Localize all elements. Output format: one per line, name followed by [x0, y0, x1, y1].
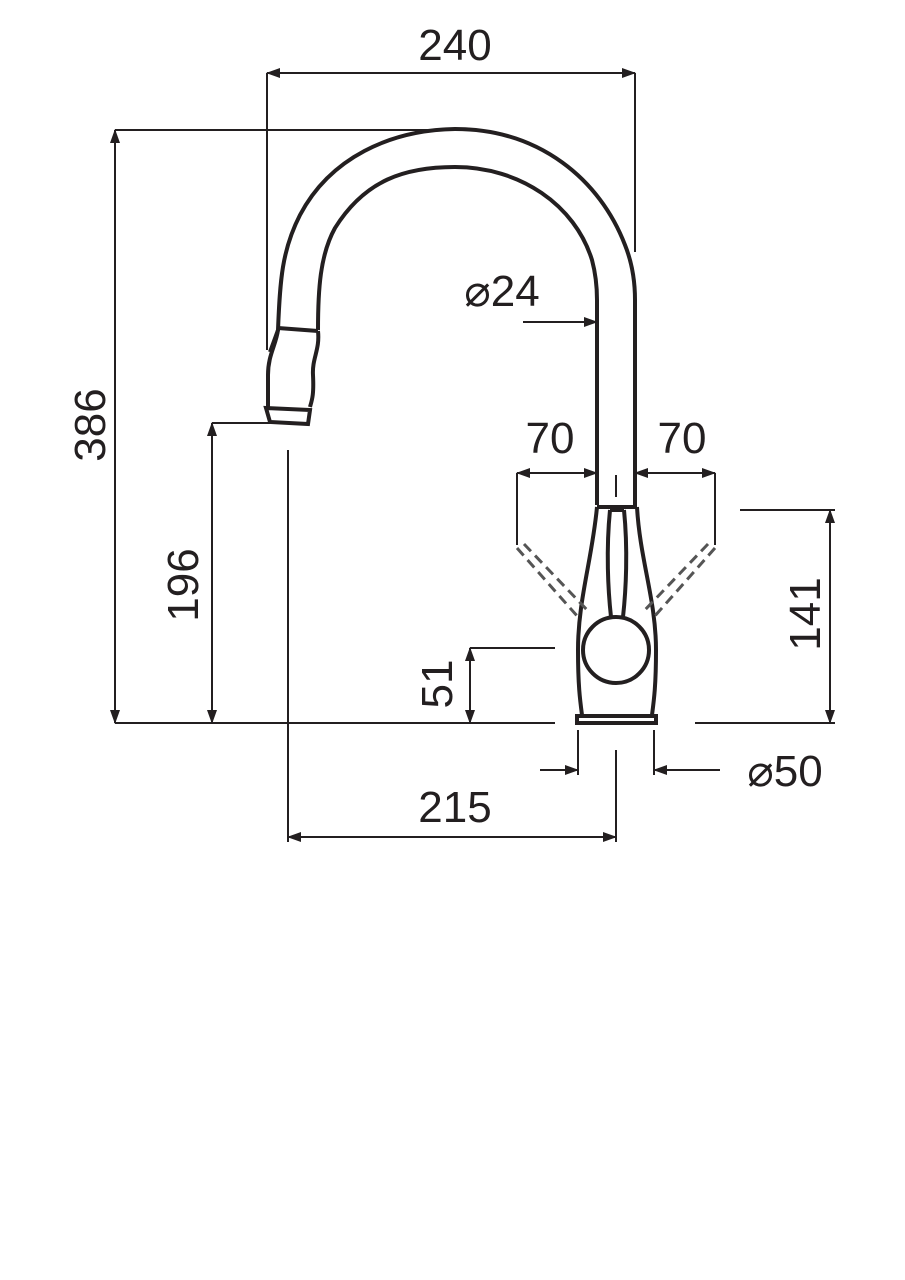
dim-base-diameter: ⌀50: [540, 730, 823, 796]
dim-label-240: 240: [418, 21, 491, 70]
dim-handle-height: 51: [413, 647, 555, 724]
dim-label-215: 215: [418, 783, 491, 832]
dim-label-196: 196: [159, 548, 208, 621]
dim-total-height: 386: [66, 129, 835, 724]
faucet-outline: [263, 126, 717, 725]
base-plate: [575, 714, 658, 725]
spout-outer: [268, 126, 637, 505]
dim-body-height: 141: [740, 509, 835, 724]
dim-lever-swing: 70 70: [516, 414, 716, 545]
spray-head-nozzle: [263, 405, 313, 427]
dim-label-70-right: 70: [658, 414, 707, 463]
handle-circle: [581, 615, 651, 685]
dim-label-d24: ⌀24: [464, 267, 539, 316]
lever-swing-dashed: [515, 542, 717, 618]
dim-label-386: 386: [66, 388, 115, 461]
dim-spout-reach: 240: [266, 21, 636, 350]
spout-inner: [316, 164, 599, 505]
dim-label-70-left: 70: [526, 414, 575, 463]
dim-label-141: 141: [781, 577, 830, 650]
dim-outlet-offset: 215: [287, 450, 617, 842]
body: [575, 506, 659, 716]
dim-label-d50: ⌀50: [747, 747, 822, 796]
dim-outlet-height: 196: [159, 422, 270, 724]
dim-spout-diameter: ⌀24: [464, 267, 598, 327]
hose-sleeve: [266, 326, 321, 408]
dim-label-51: 51: [413, 660, 462, 709]
lever-slot: [605, 508, 629, 618]
